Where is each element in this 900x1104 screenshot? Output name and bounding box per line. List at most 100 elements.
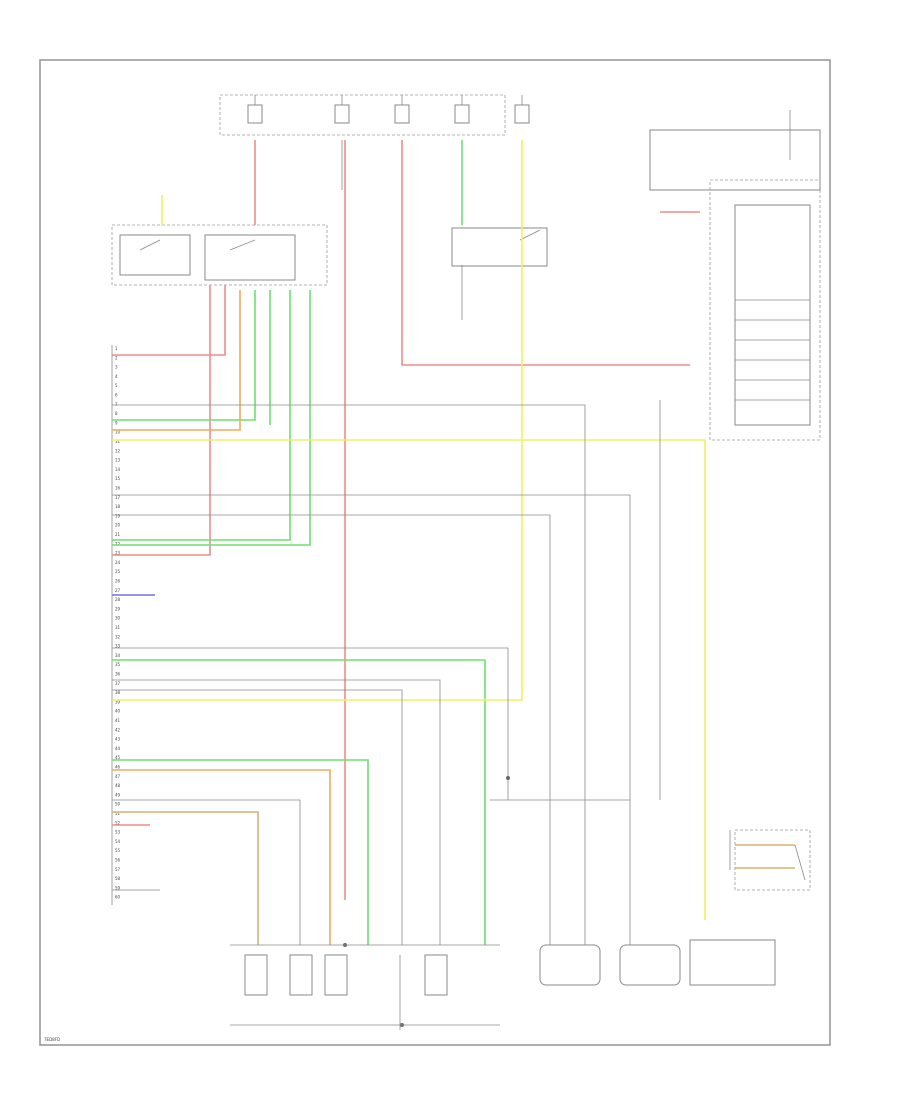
wire-orange-2 xyxy=(112,769,331,945)
pin-number: 26 xyxy=(115,579,121,584)
pin-number: 10 xyxy=(115,430,121,435)
pin-number: 54 xyxy=(115,839,121,844)
pin-number: 30 xyxy=(115,616,121,621)
wire-gray-4 xyxy=(112,647,509,800)
pin-number: 15 xyxy=(115,476,121,481)
kickdown-switch xyxy=(734,829,811,891)
diagram-frame xyxy=(39,59,831,1046)
pin-number: 38 xyxy=(115,690,121,695)
pin-number: 5 xyxy=(115,383,118,388)
pin-number: 49 xyxy=(115,792,121,797)
fuse-1 xyxy=(247,95,263,124)
wire-gray-3 xyxy=(112,514,551,945)
pin-number: 23 xyxy=(115,551,121,556)
wire-red-5 xyxy=(112,285,211,556)
pin-number: 4 xyxy=(115,374,118,379)
pin-number: 14 xyxy=(115,467,121,472)
solenoid-2 xyxy=(289,954,313,996)
pin-number: 34 xyxy=(115,653,121,658)
pin-number: 59 xyxy=(115,885,121,890)
at-shift-switch-assembly xyxy=(111,224,328,286)
wire-tan-1 xyxy=(112,811,259,945)
fuse-block xyxy=(219,94,530,136)
pin-number: 58 xyxy=(115,876,121,881)
pin-number: 8 xyxy=(115,411,118,416)
speed-sensor-1 xyxy=(539,944,601,986)
wires xyxy=(112,110,820,945)
pin-number: 2 xyxy=(115,355,118,360)
pin-number: 25 xyxy=(115,569,121,574)
pin-number: 35 xyxy=(115,662,121,667)
relay-box xyxy=(451,227,548,267)
pin-number: 20 xyxy=(115,523,121,528)
wire-green-2 xyxy=(112,290,256,421)
pin-number: 55 xyxy=(115,848,121,853)
pin-number: 39 xyxy=(115,699,121,704)
solenoid-3 xyxy=(324,954,348,996)
pin-number: 31 xyxy=(115,625,121,630)
fuse-4 xyxy=(454,95,470,124)
pin-number: 19 xyxy=(115,513,121,518)
pin-number: 43 xyxy=(115,737,121,742)
pin-number: 47 xyxy=(115,774,121,779)
wire-gray-6 xyxy=(112,689,403,945)
speed-sensor-2 xyxy=(619,944,681,986)
wire-gray-7 xyxy=(112,799,301,945)
solenoid-4 xyxy=(424,954,448,996)
pin-number: 7 xyxy=(115,402,118,407)
pin-number: 21 xyxy=(115,532,121,537)
fuse-2 xyxy=(334,95,350,124)
tcm-pin-list: 1234567891011121314151617181920212223242… xyxy=(115,346,121,900)
pin-number: 1 xyxy=(115,346,118,351)
wire-yellow-2 xyxy=(112,439,706,920)
pin-number: 45 xyxy=(115,755,121,760)
pin-number: 40 xyxy=(115,709,121,714)
pin-number: 42 xyxy=(115,727,121,732)
pin-number: 3 xyxy=(115,365,118,370)
pin-number: 48 xyxy=(115,783,121,788)
pin-number: 44 xyxy=(115,746,121,751)
pin-number: 9 xyxy=(115,420,118,425)
pin-number: 33 xyxy=(115,644,121,649)
pin-number: 24 xyxy=(115,560,121,565)
wire-green-4 xyxy=(112,290,311,546)
pin-number: 28 xyxy=(115,597,121,602)
pin-number: 41 xyxy=(115,718,121,723)
pin-number: 11 xyxy=(115,439,121,444)
wire-gray-1 xyxy=(112,404,586,945)
pin-number: 60 xyxy=(115,895,121,900)
pin-number: 27 xyxy=(115,588,121,593)
tcm-connector: 1234567891011121314151617181920212223242… xyxy=(111,345,121,905)
pin-number: 32 xyxy=(115,634,121,639)
pin-number: 16 xyxy=(115,486,121,491)
fuse-3 xyxy=(394,95,410,124)
pin-number: 29 xyxy=(115,606,121,611)
solenoid-1 xyxy=(244,954,268,996)
wire-orange-1 xyxy=(112,290,241,431)
pin-number: 51 xyxy=(115,811,121,816)
pin-number: 57 xyxy=(115,867,121,872)
at-mode-switch xyxy=(689,939,776,986)
pin-number: 22 xyxy=(115,541,121,546)
pin-number: 46 xyxy=(115,765,121,770)
wire-green-6 xyxy=(112,759,369,945)
bottom-components xyxy=(230,939,776,1030)
pin-number: 36 xyxy=(115,672,121,677)
pin-number: 17 xyxy=(115,495,121,500)
combination-meter xyxy=(649,129,821,441)
wire-red-4 xyxy=(112,285,226,356)
pin-number: 6 xyxy=(115,393,118,398)
diagram-id-label: 7ED8FD xyxy=(44,1037,60,1042)
wire-yellow-1 xyxy=(112,140,523,701)
junction-dot xyxy=(506,776,510,780)
pin-number: 53 xyxy=(115,830,121,835)
wire-gray-5 xyxy=(112,679,441,945)
fuse-5 xyxy=(514,95,530,124)
wire-gray-2 xyxy=(112,494,631,945)
pin-number: 37 xyxy=(115,681,121,686)
wire-green-5 xyxy=(112,659,486,945)
pin-number: 56 xyxy=(115,858,121,863)
pin-number: 18 xyxy=(115,504,121,509)
